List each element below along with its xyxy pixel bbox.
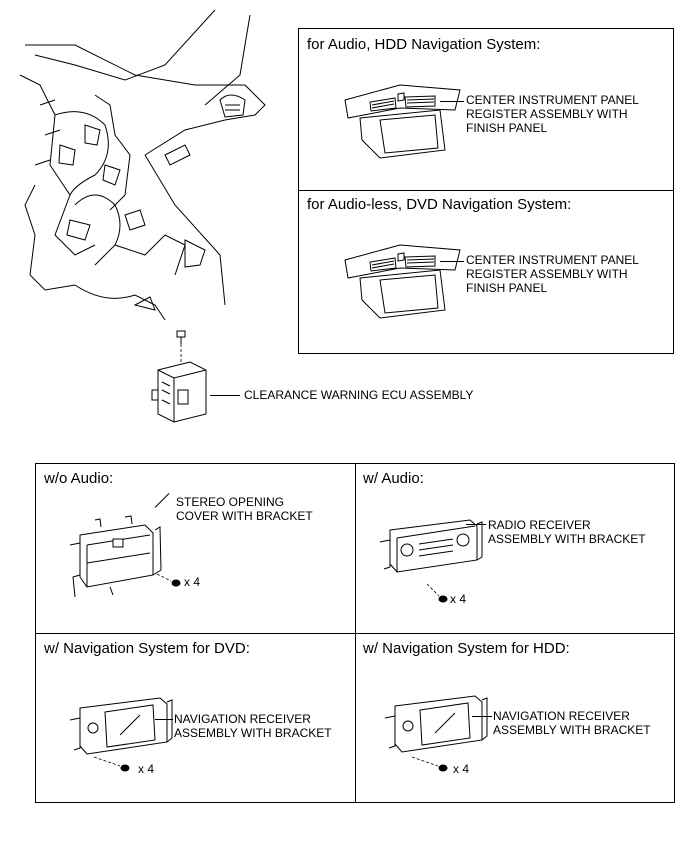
audioless-dvd-part-label: CENTER INSTRUMENT PANEL REGISTER ASSEMBL… [466,253,639,295]
nav-hdd-heading: w/ Navigation System for HDD: [363,640,570,657]
w-audio-qty: x 4 [450,592,467,606]
bolt-icon [93,756,130,772]
radio-leader-line [466,524,486,525]
register-variants-box [298,28,674,354]
center-register-panel-icon [344,244,461,319]
nav-dvd-part-label: NAVIGATION RECEIVER ASSEMBLY WITH BRACKE… [174,712,332,740]
nav-dvd-qty: x 4 [138,762,155,776]
nav-dvd-heading: w/ Navigation System for DVD: [44,640,250,657]
bolt-icon [426,583,448,603]
ecu-leader-line [210,395,240,396]
grid-horizontal-divider [35,633,675,634]
nav-dvd-leader-line [155,719,173,720]
nav-hdd-leader-line [472,716,492,717]
w-audio-heading: w/ Audio: [363,470,424,487]
radio-receiver-icon [379,519,483,573]
audio-hdd-heading: for Audio, HDD Navigation System: [307,36,541,53]
bolt-icon [156,573,181,587]
dashboard-illustration-icon [19,9,266,321]
wo-audio-qty: x 4 [184,575,201,589]
audio-hdd-part-label: CENTER INSTRUMENT PANEL REGISTER ASSEMBL… [466,93,639,135]
wo-audio-part-label: STEREO OPENING COVER WITH BRACKET [176,495,313,523]
navigation-receiver-icon [69,697,173,755]
center-register-panel-icon [344,84,461,159]
audioless-dvd-heading: for Audio-less, DVD Navigation System: [307,196,572,213]
w-audio-part-label: RADIO RECEIVER ASSEMBLY WITH BRACKET [488,518,646,546]
register-leader-line-2 [440,261,464,262]
bolt-icon [176,330,186,365]
nav-hdd-qty: x 4 [453,762,470,776]
register-box-divider [298,190,674,191]
bolt-icon [411,756,448,772]
nav-hdd-part-label: NAVIGATION RECEIVER ASSEMBLY WITH BRACKE… [493,709,651,737]
ecu-module-icon [151,361,207,423]
wo-audio-heading: w/o Audio: [44,470,114,487]
register-leader-line-1 [440,101,464,102]
navigation-receiver-icon [384,695,488,753]
ecu-label: CLEARANCE WARNING ECU ASSEMBLY [244,388,474,402]
stereo-cover-icon [69,515,162,598]
